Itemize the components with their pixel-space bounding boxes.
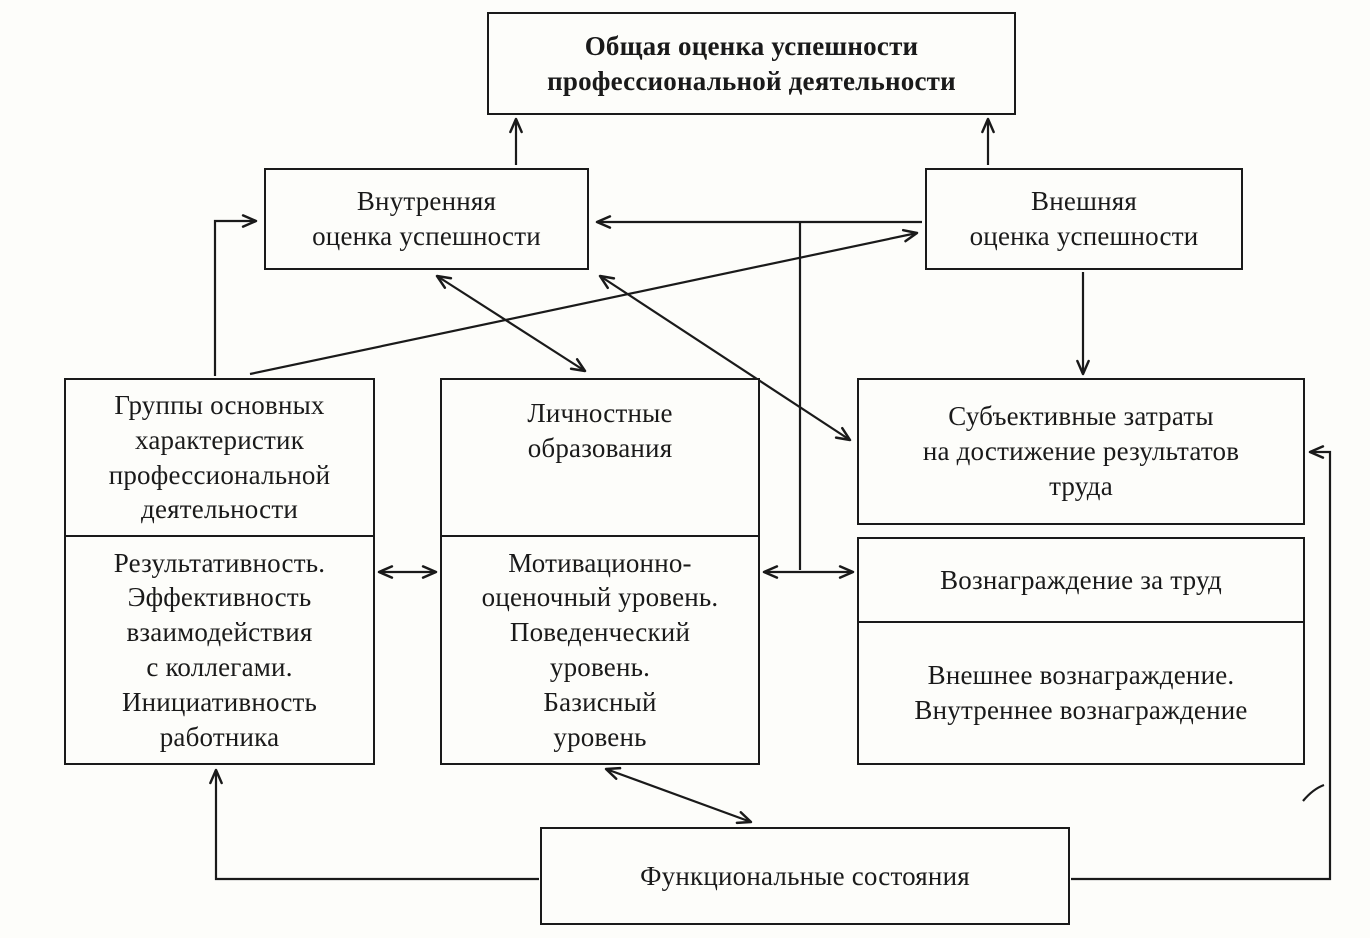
edge-inner-personal-double bbox=[435, 274, 587, 373]
node-functional-states: Функциональные состояния bbox=[540, 827, 1070, 925]
node-general-assessment: Общая оценка успешности профессиональной… bbox=[487, 12, 1016, 115]
edge-levels-functional-double bbox=[604, 766, 753, 825]
node-functional-states-label: Функциональные состояния bbox=[640, 860, 970, 891]
node-labor-reward-label: Вознаграждение за труд bbox=[940, 564, 1222, 595]
node-efficiency: Результативность. Эффективность взаимоде… bbox=[64, 535, 375, 765]
node-subjective-costs-label: Субъективные затраты на достижение резул… bbox=[922, 401, 1240, 501]
node-personal-formations-label: Личностные образования bbox=[527, 398, 673, 463]
node-efficiency-label: Результативность. Эффективность взаимоде… bbox=[113, 547, 326, 752]
node-reward-types: Внешнее вознаграждение. Внутреннее возна… bbox=[857, 621, 1305, 765]
node-inner-assessment: Внутренняя оценка успешности bbox=[264, 168, 589, 270]
node-outer-assessment-label: Внешняя оценка успешности bbox=[969, 186, 1199, 251]
edge-functional-to-efficiency bbox=[209, 768, 539, 881]
node-personal-formations: Личностные образования bbox=[440, 378, 760, 537]
node-reward-types-label: Внешнее вознаграждение. Внутреннее возна… bbox=[914, 660, 1248, 725]
node-levels: Мотивационно- оценочный уровень. Поведен… bbox=[440, 535, 760, 765]
node-labor-reward: Вознаграждение за труд bbox=[857, 537, 1305, 623]
node-characteristic-groups-label: Группы основных характеристик профессион… bbox=[108, 389, 331, 525]
node-outer-assessment: Внешняя оценка успешности bbox=[925, 168, 1243, 270]
edge-groups-to-inner bbox=[213, 214, 258, 376]
node-inner-assessment-label: Внутренняя оценка успешности bbox=[312, 186, 541, 251]
node-characteristic-groups: Группы основных характеристик профессион… bbox=[64, 378, 375, 537]
stray-mark bbox=[1302, 783, 1325, 802]
node-subjective-costs: Субъективные затраты на достижение резул… bbox=[857, 378, 1305, 525]
node-general-assessment-label: Общая оценка успешности профессиональной… bbox=[547, 30, 956, 96]
edge-inner-subjective-double bbox=[598, 274, 852, 442]
node-levels-label: Мотивационно- оценочный уровень. Поведен… bbox=[481, 547, 719, 752]
edge-functional-to-subjective bbox=[1071, 445, 1332, 881]
